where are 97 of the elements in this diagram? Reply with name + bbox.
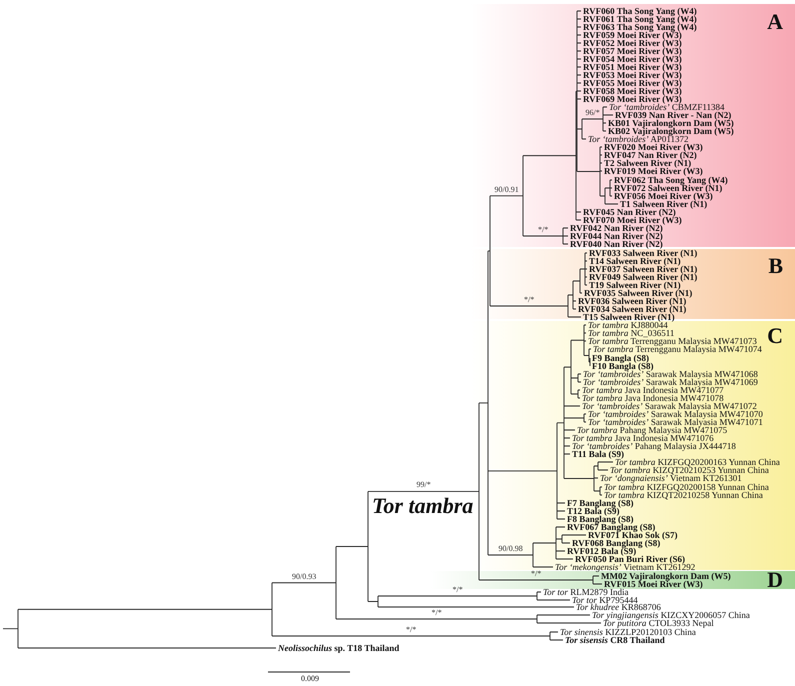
taxon-label: RVF052 Moei River (W3) xyxy=(583,39,682,47)
taxon-label: Tor tambra Java Indonesia MW471078 xyxy=(582,394,724,402)
support-value: */* xyxy=(452,586,463,594)
taxon-label: KB02 Vajiralongkorn Dam (W5) xyxy=(608,127,734,135)
support-value: */* xyxy=(432,609,442,617)
taxon-label: Tor ‘tambroides’ Sarawak Malaysia MW471070 xyxy=(588,410,763,418)
taxon-label: Neolissochilus sp. T18 Thailand xyxy=(278,644,400,652)
taxon-label: Tor ‘tambroides’ Pahang Malaysia JX444718 xyxy=(572,442,736,450)
taxon-label: F9 Bangla (S8) xyxy=(592,354,650,362)
taxon-label: RVF037 Salween River (N1) xyxy=(589,265,698,273)
taxon-label: RVF019 Moei River (W3) xyxy=(604,167,703,175)
taxon-label: RVF069 Moei River (W3) xyxy=(583,95,682,103)
taxon-label: RVF060 Tha Song Yang (W4) xyxy=(583,7,697,15)
taxon-label: Tor tambra Java Indonesia MW471077 xyxy=(582,386,724,394)
taxon-label: RVF072 Salween River (N1) xyxy=(614,184,722,192)
taxon-label: RVF062 Tha Song Yang (W4) xyxy=(614,176,728,184)
taxon-label: T19 Salween River (N1) xyxy=(589,281,681,289)
taxon-label: T15 Salween River (N1) xyxy=(583,313,675,321)
taxon-label: RVF035 Salween River (N1) xyxy=(584,289,692,297)
taxon-label: Tor ‘tambroides’ Sarawak Malyasia MW471071 xyxy=(588,418,763,426)
taxon-label: Tor putitora CTOL3933 Nepal xyxy=(603,619,714,627)
clade-letter: D xyxy=(767,571,783,589)
taxon-label: Tor tambra Pahang Malaysia MW471075 xyxy=(577,426,728,434)
taxon-label: RVF040 Nan River (N2) xyxy=(570,240,663,248)
taxon-label: F8 Banglang (S8) xyxy=(567,515,634,523)
support-value: 90/0.93 xyxy=(292,572,316,581)
taxon-label: Tor khudree KR868706 xyxy=(576,603,661,611)
clade-letter: A xyxy=(767,13,783,31)
taxon-label: RVF059 Moei River (W3) xyxy=(583,31,682,39)
taxon-label: KB01 Vajiralongkorn Dam (W5) xyxy=(608,119,734,127)
taxon-label: RVF012 Bala (S9) xyxy=(567,547,636,555)
taxon-label: RVF049 Salween River (N1) xyxy=(589,273,698,281)
taxon-label: T2 Salween River (N1) xyxy=(604,159,692,167)
taxon-label: RVF042 Nan River (N2) xyxy=(570,224,663,232)
clade-letter: B xyxy=(768,257,783,275)
taxon-label: RVF058 Moei River (W3) xyxy=(583,87,682,95)
taxon-label: Tor ‘mekongensis’ Vietnam KT261292 xyxy=(555,563,696,571)
taxon-label: RVF071 Khao Sok (S7) xyxy=(588,531,678,539)
taxon-label: MM02 Vajiralongkorn Dam (W5) xyxy=(601,572,731,580)
taxon-label: Tor ‘tambroides’ AP011372 xyxy=(588,135,689,143)
taxon-label: Tor tambra KIZFGQ20200163 Yunnan China xyxy=(615,458,780,466)
taxon-label: Tor sisensis CR8 Thailand xyxy=(565,636,665,644)
taxon-label: Tor ‘tambroides’ Sarawak Malaysia MW471069 xyxy=(583,378,758,386)
taxon-label: Tor sinensis KIZZLP20120103 China xyxy=(560,628,696,636)
support-value: */* xyxy=(524,296,534,304)
taxon-label: RVF015 Moei River (W3) xyxy=(604,580,703,588)
taxon-label: RVF033 Salween River (N1) xyxy=(589,249,698,257)
support-value: 99/* xyxy=(416,481,431,490)
clade-letter: C xyxy=(767,327,783,345)
taxon-label: RVF036 Salween River (N1) xyxy=(578,297,686,305)
support-value: */* xyxy=(531,570,542,578)
taxon-label: Tor ‘tambroides’ Sarawak Malaysia MW471068 xyxy=(583,370,758,378)
taxon-label: RVF020 Moei River (W3) xyxy=(604,143,703,151)
taxon-label: Tor tor KP795444 xyxy=(572,596,638,604)
taxon-label: RVF063 Tha Song Yang (W4) xyxy=(583,23,697,31)
taxon-label: Tor tambra KIZQT20210253 Yunnan China xyxy=(610,466,769,474)
taxon-label: RVF055 Moei River (W3) xyxy=(583,79,682,87)
taxon-label: RVF034 Salween River (N1) xyxy=(578,305,686,313)
taxon-label: Tor tambra KIZFGQ20200158 Yunnan China xyxy=(604,483,769,491)
taxon-label: F7 Banglang (S8) xyxy=(567,499,634,507)
taxon-label: Tor tambra KIZQT20210258 Yunnan China xyxy=(604,491,763,499)
taxon-label: Tor ‘tambroides’ Sarawak Malaysia MW471072 xyxy=(582,402,757,410)
taxon-label: RVF047 Nan River (N2) xyxy=(604,151,697,159)
support-value: */* xyxy=(538,226,548,234)
scale-value: 0.009 xyxy=(301,675,319,683)
taxon-label: RVF061 Tha Song Yang (W4) xyxy=(583,15,697,23)
support-value: 90/0.98 xyxy=(498,545,523,553)
support-value: 90/0.91 xyxy=(494,186,519,194)
taxon-label: T1 Salween River (N1) xyxy=(620,200,708,208)
taxon-label: T11 Bala (S9) xyxy=(572,450,624,458)
taxon-label: RVF056 Moei River (W3) xyxy=(614,192,713,200)
taxon-label: Tor ‘dongnaiensis’ Vietnam KT261301 xyxy=(600,474,742,482)
support-value: */* xyxy=(406,626,416,634)
taxon-label: Tor tambra NC_036511 xyxy=(588,329,674,337)
support-value: 96/* xyxy=(586,109,600,117)
taxon-label: F10 Bangla (S8) xyxy=(592,362,654,370)
taxon-label: Tor yingjiangensis KIZCXY2006057 China xyxy=(592,611,750,619)
taxon-label: RVF067 Banglang (S8) xyxy=(567,523,656,531)
taxon-label: Tor tambra Terrengganu Malaysia MW471074 xyxy=(593,345,762,353)
taxon-label: RVF044 Nan River (N2) xyxy=(570,232,663,240)
taxon-label: Tor tambra KJ880044 xyxy=(588,321,668,329)
taxon-label: RVF057 Moei River (W3) xyxy=(583,47,682,55)
taxon-label: RVF053 Moei River (W3) xyxy=(583,71,682,79)
taxon-label: RVF068 Banglang (S8) xyxy=(572,539,660,547)
taxon-label: Tor tambra Java Indonesia MW471076 xyxy=(572,434,714,442)
taxon-label: RVF070 Moei River (W3) xyxy=(583,216,682,224)
taxon-label: Tor tor RLM2879 India xyxy=(543,588,628,596)
clade-name: Tor tambra xyxy=(372,494,474,518)
taxon-label: RVF045 Nan River (N2) xyxy=(583,208,676,216)
taxon-label: T14 Salween River (N1) xyxy=(589,257,681,265)
taxon-label: Tor tambra Terrengganu Malaysia MW471073 xyxy=(588,337,757,345)
taxon-label: RVF051 Moei River (W3) xyxy=(583,63,682,71)
taxon-label: Tor ‘tambroides’ CBMZF11384 xyxy=(609,103,725,111)
taxon-label: RVF039 Nan River - Nan (N2) xyxy=(615,111,732,119)
taxon-label: RVF050 Pan Buri River (S6) xyxy=(575,555,686,563)
taxon-label: RVF054 Moei River (W3) xyxy=(583,55,682,63)
taxon-label: T12 Bala (S9) xyxy=(567,507,620,515)
